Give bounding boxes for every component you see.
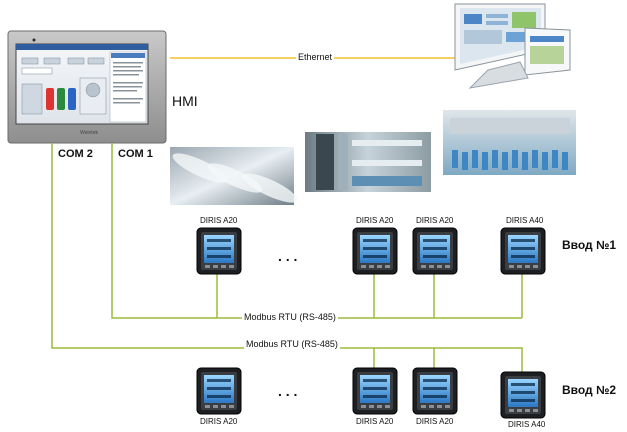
- bus1-meter-label: DIRIS A40: [506, 216, 544, 225]
- bus1-meter-label: DIRIS A20: [416, 216, 454, 225]
- diris-meter-icon: [500, 371, 546, 419]
- diris-meter-icon: [412, 227, 458, 275]
- bus2-input-label: Ввод №2: [562, 383, 617, 397]
- bottle-line-photo-1: [170, 147, 298, 205]
- hmi-panel: Weintek: [7, 30, 167, 144]
- bus1-wiring: [111, 143, 523, 319]
- com1-label: COM 1: [118, 148, 153, 160]
- scada-workstation-icon: [454, 3, 571, 89]
- bus1-meter-label: DIRIS A20: [356, 216, 394, 225]
- diris-meter-icon: [196, 227, 242, 275]
- diris-meter-icon: [352, 367, 398, 415]
- bus2-meter-label: DIRIS A20: [416, 417, 454, 426]
- bus2-meter-label: DIRIS A20: [200, 417, 238, 426]
- diris-meter-icon: [352, 227, 398, 275]
- diris-meter-icon: [412, 367, 458, 415]
- bus1-input-label: Ввод №1: [562, 238, 617, 252]
- bus2-meter-label: DIRIS A40: [508, 420, 546, 429]
- bottle-line-photo-3: [443, 110, 576, 175]
- diris-meter-icon: [196, 367, 242, 415]
- bus2-ellipsis: . . .: [278, 383, 298, 399]
- bottle-line-photo-2: [305, 132, 431, 192]
- bus2-meter-label: DIRIS A20: [356, 417, 394, 426]
- bus1-protocol-label: Modbus RTU (RS-485): [242, 312, 338, 322]
- bus1-meter-label: DIRIS A20: [200, 216, 238, 225]
- com2-label: COM 2: [58, 148, 93, 160]
- hmi-brand-logo: Weintek: [80, 130, 98, 136]
- bus1-ellipsis: . . .: [278, 248, 298, 264]
- bus2-protocol-label: Modbus RTU (RS-485): [244, 339, 340, 349]
- hmi-label: HMI: [172, 93, 198, 109]
- diris-meter-icon: [500, 227, 546, 275]
- ethernet-label: Ethernet: [296, 52, 335, 62]
